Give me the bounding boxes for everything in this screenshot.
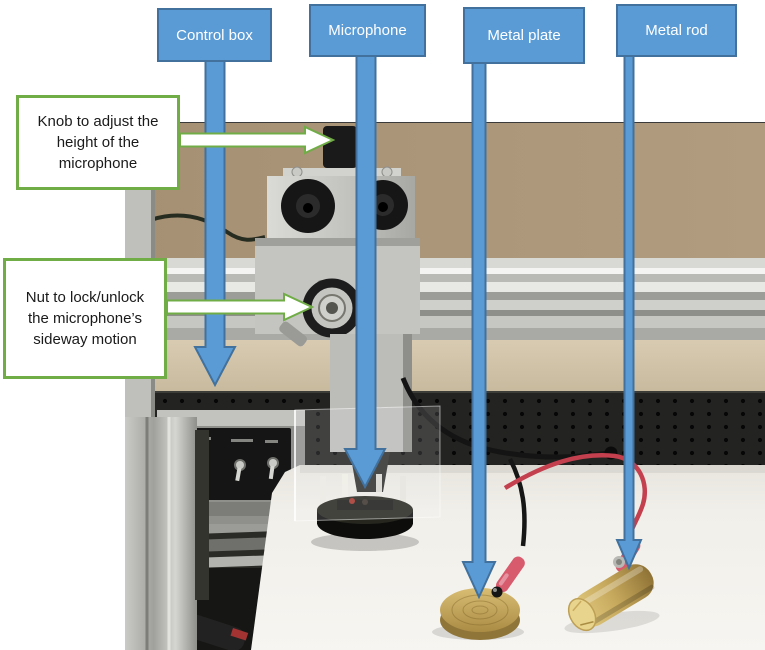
metal-plate-object (432, 586, 524, 640)
table-back-shadow (300, 465, 765, 473)
label-metal-rod-text: Metal rod (645, 22, 708, 39)
wall-lower-band (125, 340, 765, 394)
label-metal-plate-text: Metal plate (487, 27, 561, 44)
height-adjust-knob (323, 126, 357, 168)
callout-nut-line2: the microphone’s (28, 310, 142, 327)
wall (125, 122, 765, 262)
experiment-photo (123, 122, 765, 650)
plate-connector (495, 556, 525, 593)
callout-nut: Nut to lock/unlock the microphone’s side… (3, 258, 167, 379)
callout-nut-line3: sideway motion (33, 331, 137, 348)
label-control-box: Control box (157, 8, 272, 62)
plate-wire (508, 457, 527, 547)
label-metal-rod: Metal rod (616, 4, 737, 57)
horizontal-rail (125, 258, 765, 340)
label-control-box-text: Control box (176, 26, 253, 44)
callout-nut-line1: Nut to lock/unlock (25, 289, 145, 306)
label-microphone-text: Microphone (328, 22, 407, 39)
callout-knob-line2: height of the (56, 134, 140, 151)
label-metal-plate: Metal plate (463, 7, 585, 64)
photo-scene (123, 122, 765, 650)
microphone-device (311, 474, 419, 551)
label-microphone: Microphone (309, 4, 426, 57)
callout-knob: Knob to adjust the height of the microph… (16, 95, 180, 190)
acrylic-sheet (294, 405, 441, 522)
callout-knob-line1: Knob to adjust the (37, 113, 159, 130)
callout-knob-line3: microphone (58, 155, 138, 172)
